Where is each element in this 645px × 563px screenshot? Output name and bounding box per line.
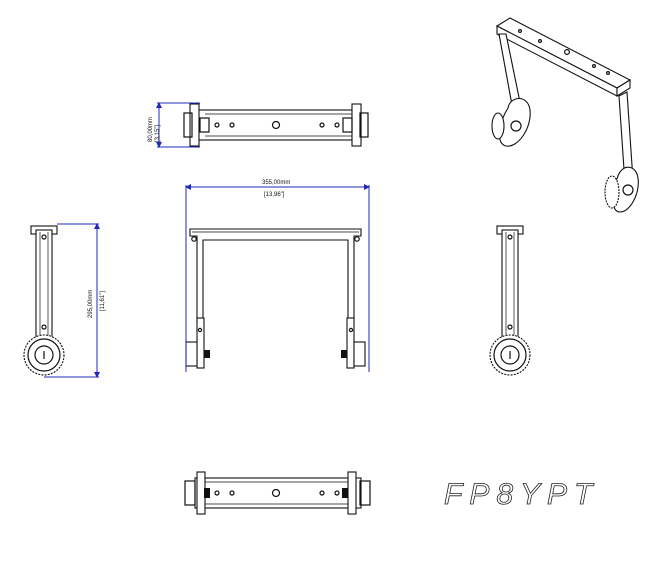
height-mm-label: 295,00mm bbox=[88, 290, 94, 318]
height-in-label: [11,61"] bbox=[100, 291, 106, 311]
left-side-view bbox=[23, 225, 65, 376]
bottom-view bbox=[184, 471, 371, 515]
isometric-view bbox=[491, 17, 639, 213]
depth-mm-label: 80,00mm bbox=[148, 117, 154, 142]
height-dimension: 295,00mm [11,61"] bbox=[44, 223, 106, 378]
depth-dimension: 80,00mm [3,15"] bbox=[148, 102, 200, 148]
model-name: FP8YPT bbox=[444, 478, 599, 511]
width-mm-label: 355,00mm bbox=[262, 180, 290, 186]
depth-in-label: [3,15"] bbox=[155, 125, 161, 142]
right-side-view bbox=[489, 225, 531, 376]
width-dimension: 355,00mm [13,96"] bbox=[185, 180, 370, 372]
top-view bbox=[183, 103, 369, 147]
width-in-label: [13,96"] bbox=[264, 192, 285, 198]
front-view bbox=[185, 228, 366, 369]
